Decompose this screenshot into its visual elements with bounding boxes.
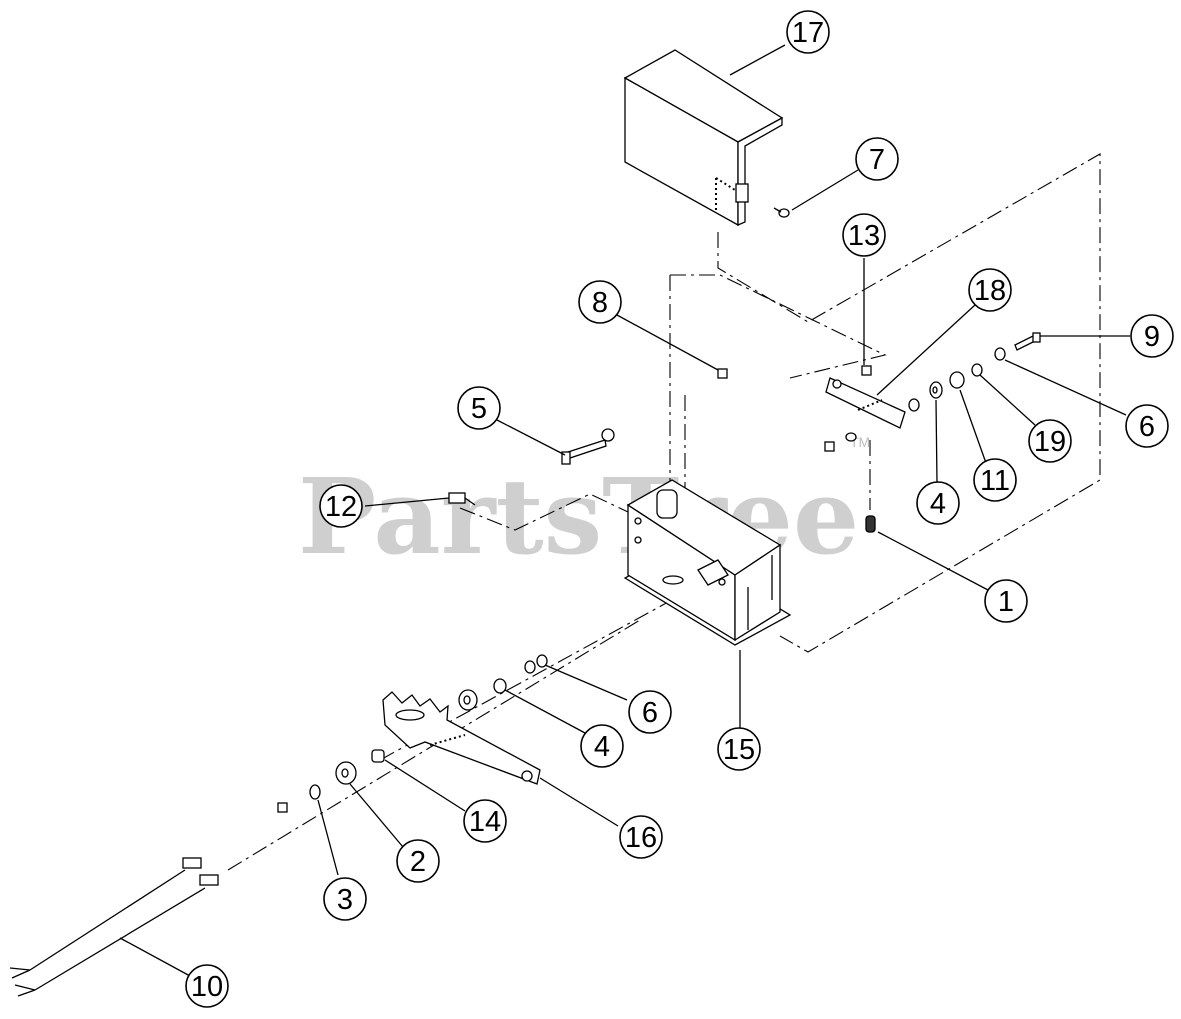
callout-number: 4: [594, 731, 610, 763]
callout-number: 9: [1144, 321, 1160, 353]
callout-number: 16: [625, 822, 657, 854]
callout-number: 5: [471, 393, 487, 425]
callout-4-right: 4: [916, 481, 960, 525]
callout-number: 15: [723, 734, 755, 766]
callout-number: 8: [592, 287, 608, 319]
callout-number: 3: [337, 884, 353, 916]
callout-16: 16: [619, 815, 663, 859]
lever-plate-part-16: [382, 691, 541, 785]
callout-15: 15: [717, 727, 761, 771]
callout-number: 12: [325, 491, 357, 523]
callout-1: 1: [984, 579, 1028, 623]
callout-18: 18: [968, 268, 1012, 312]
callout-number: 14: [469, 806, 501, 838]
cover-part-17: [623, 49, 784, 227]
callout-number: 10: [191, 971, 223, 1003]
callout-10: 10: [185, 964, 229, 1008]
callout-6-left: 6: [628, 690, 672, 734]
callout-number: 7: [869, 144, 885, 176]
callout-number: 13: [848, 220, 880, 252]
callout-4-left: 4: [580, 724, 624, 768]
knob-part-1: [865, 515, 876, 533]
cable-part-10: [9, 857, 219, 997]
bolt-part-5: [561, 428, 615, 465]
callout-number: 6: [642, 697, 658, 729]
callout-number: 18: [974, 275, 1006, 307]
callout-7: 7: [855, 137, 899, 181]
hardware-stack-right: [908, 332, 1041, 412]
box-bracket-part-15: [623, 479, 792, 646]
callout-number: 11: [980, 465, 1010, 497]
callout-number: 4: [930, 488, 946, 520]
callout-3: 3: [323, 877, 367, 921]
callout-number: 19: [1034, 426, 1066, 458]
callout-number: 6: [1139, 411, 1155, 443]
callout-number: 17: [792, 17, 824, 49]
callout-9: 9: [1130, 314, 1174, 358]
washer-row-left: [458, 654, 548, 711]
callout-13: 13: [842, 213, 886, 257]
callout-11: 11: [973, 458, 1017, 502]
screw-part-7: [773, 207, 790, 218]
callout-12: 12: [319, 484, 363, 528]
hardware-stack-left: [277, 749, 385, 813]
callout-5: 5: [457, 386, 501, 430]
nut-part-8: [717, 368, 728, 379]
plate-part-18: [824, 365, 906, 452]
callout-number: 1: [998, 586, 1014, 618]
callout-14: 14: [463, 799, 507, 843]
callout-number: 2: [410, 846, 426, 878]
callout-19: 19: [1028, 419, 1072, 463]
leader-lines: [119, 44, 1130, 977]
callout-6-right: 6: [1125, 404, 1169, 448]
callout-8: 8: [578, 280, 622, 324]
callout-2: 2: [396, 839, 440, 883]
callout-17: 17: [786, 10, 830, 54]
